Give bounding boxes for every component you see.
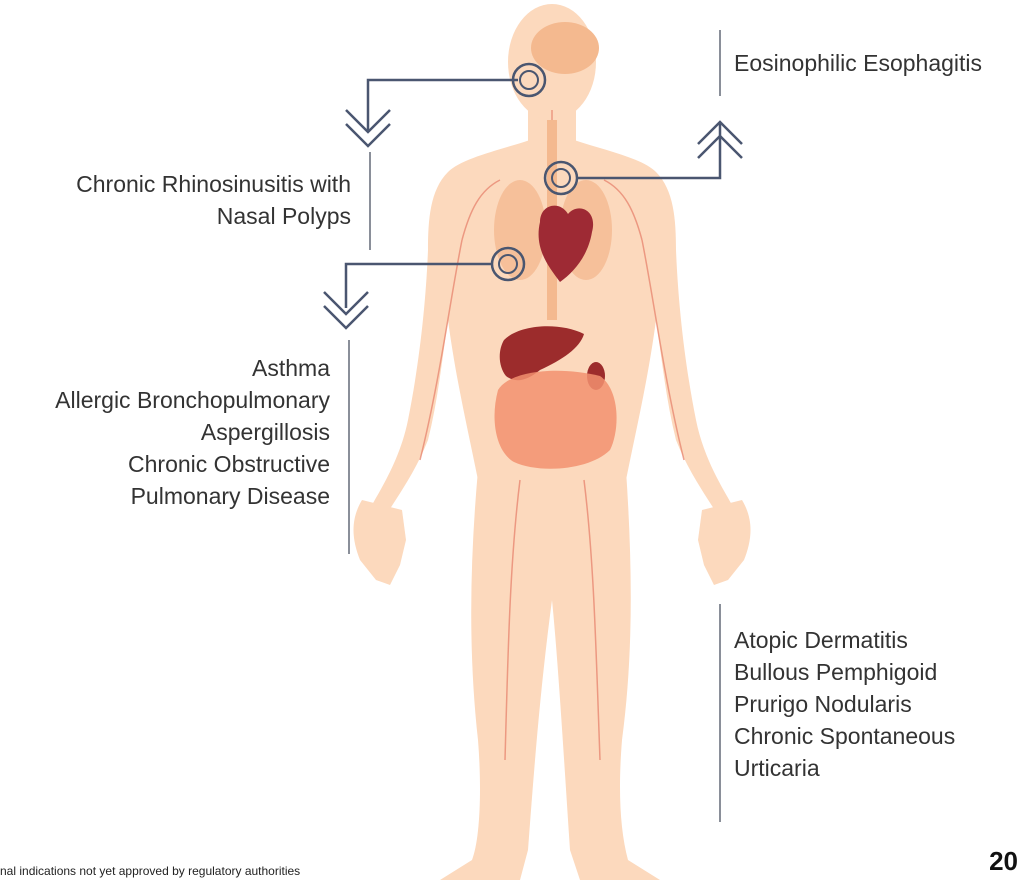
label-chronic-rhinosinusitis: Chronic Rhinosinusitis with Nasal Polyps xyxy=(76,168,351,232)
legs xyxy=(440,470,660,880)
footnote: nal indications not yet approved by regu… xyxy=(0,864,300,878)
brain xyxy=(531,22,599,74)
bar-esophagitis xyxy=(719,30,721,96)
label-skin-diseases: Atopic Dermatitis Bullous Pemphigoid Pru… xyxy=(734,624,955,784)
bar-respiratory xyxy=(348,340,350,554)
right-hand xyxy=(698,500,751,585)
lungs-left xyxy=(494,180,546,280)
bar-skin xyxy=(719,604,721,822)
left-hand xyxy=(354,500,407,585)
connector-nasal xyxy=(368,80,518,130)
label-eosinophilic-esophagitis: Eosinophilic Esophagitis xyxy=(734,47,982,79)
page-number: 20 xyxy=(989,846,1018,877)
bar-rhinosinusitis xyxy=(369,152,371,250)
intestines xyxy=(495,371,617,469)
label-respiratory-diseases: Asthma Allergic Bronchopulmonary Aspergi… xyxy=(55,352,330,512)
